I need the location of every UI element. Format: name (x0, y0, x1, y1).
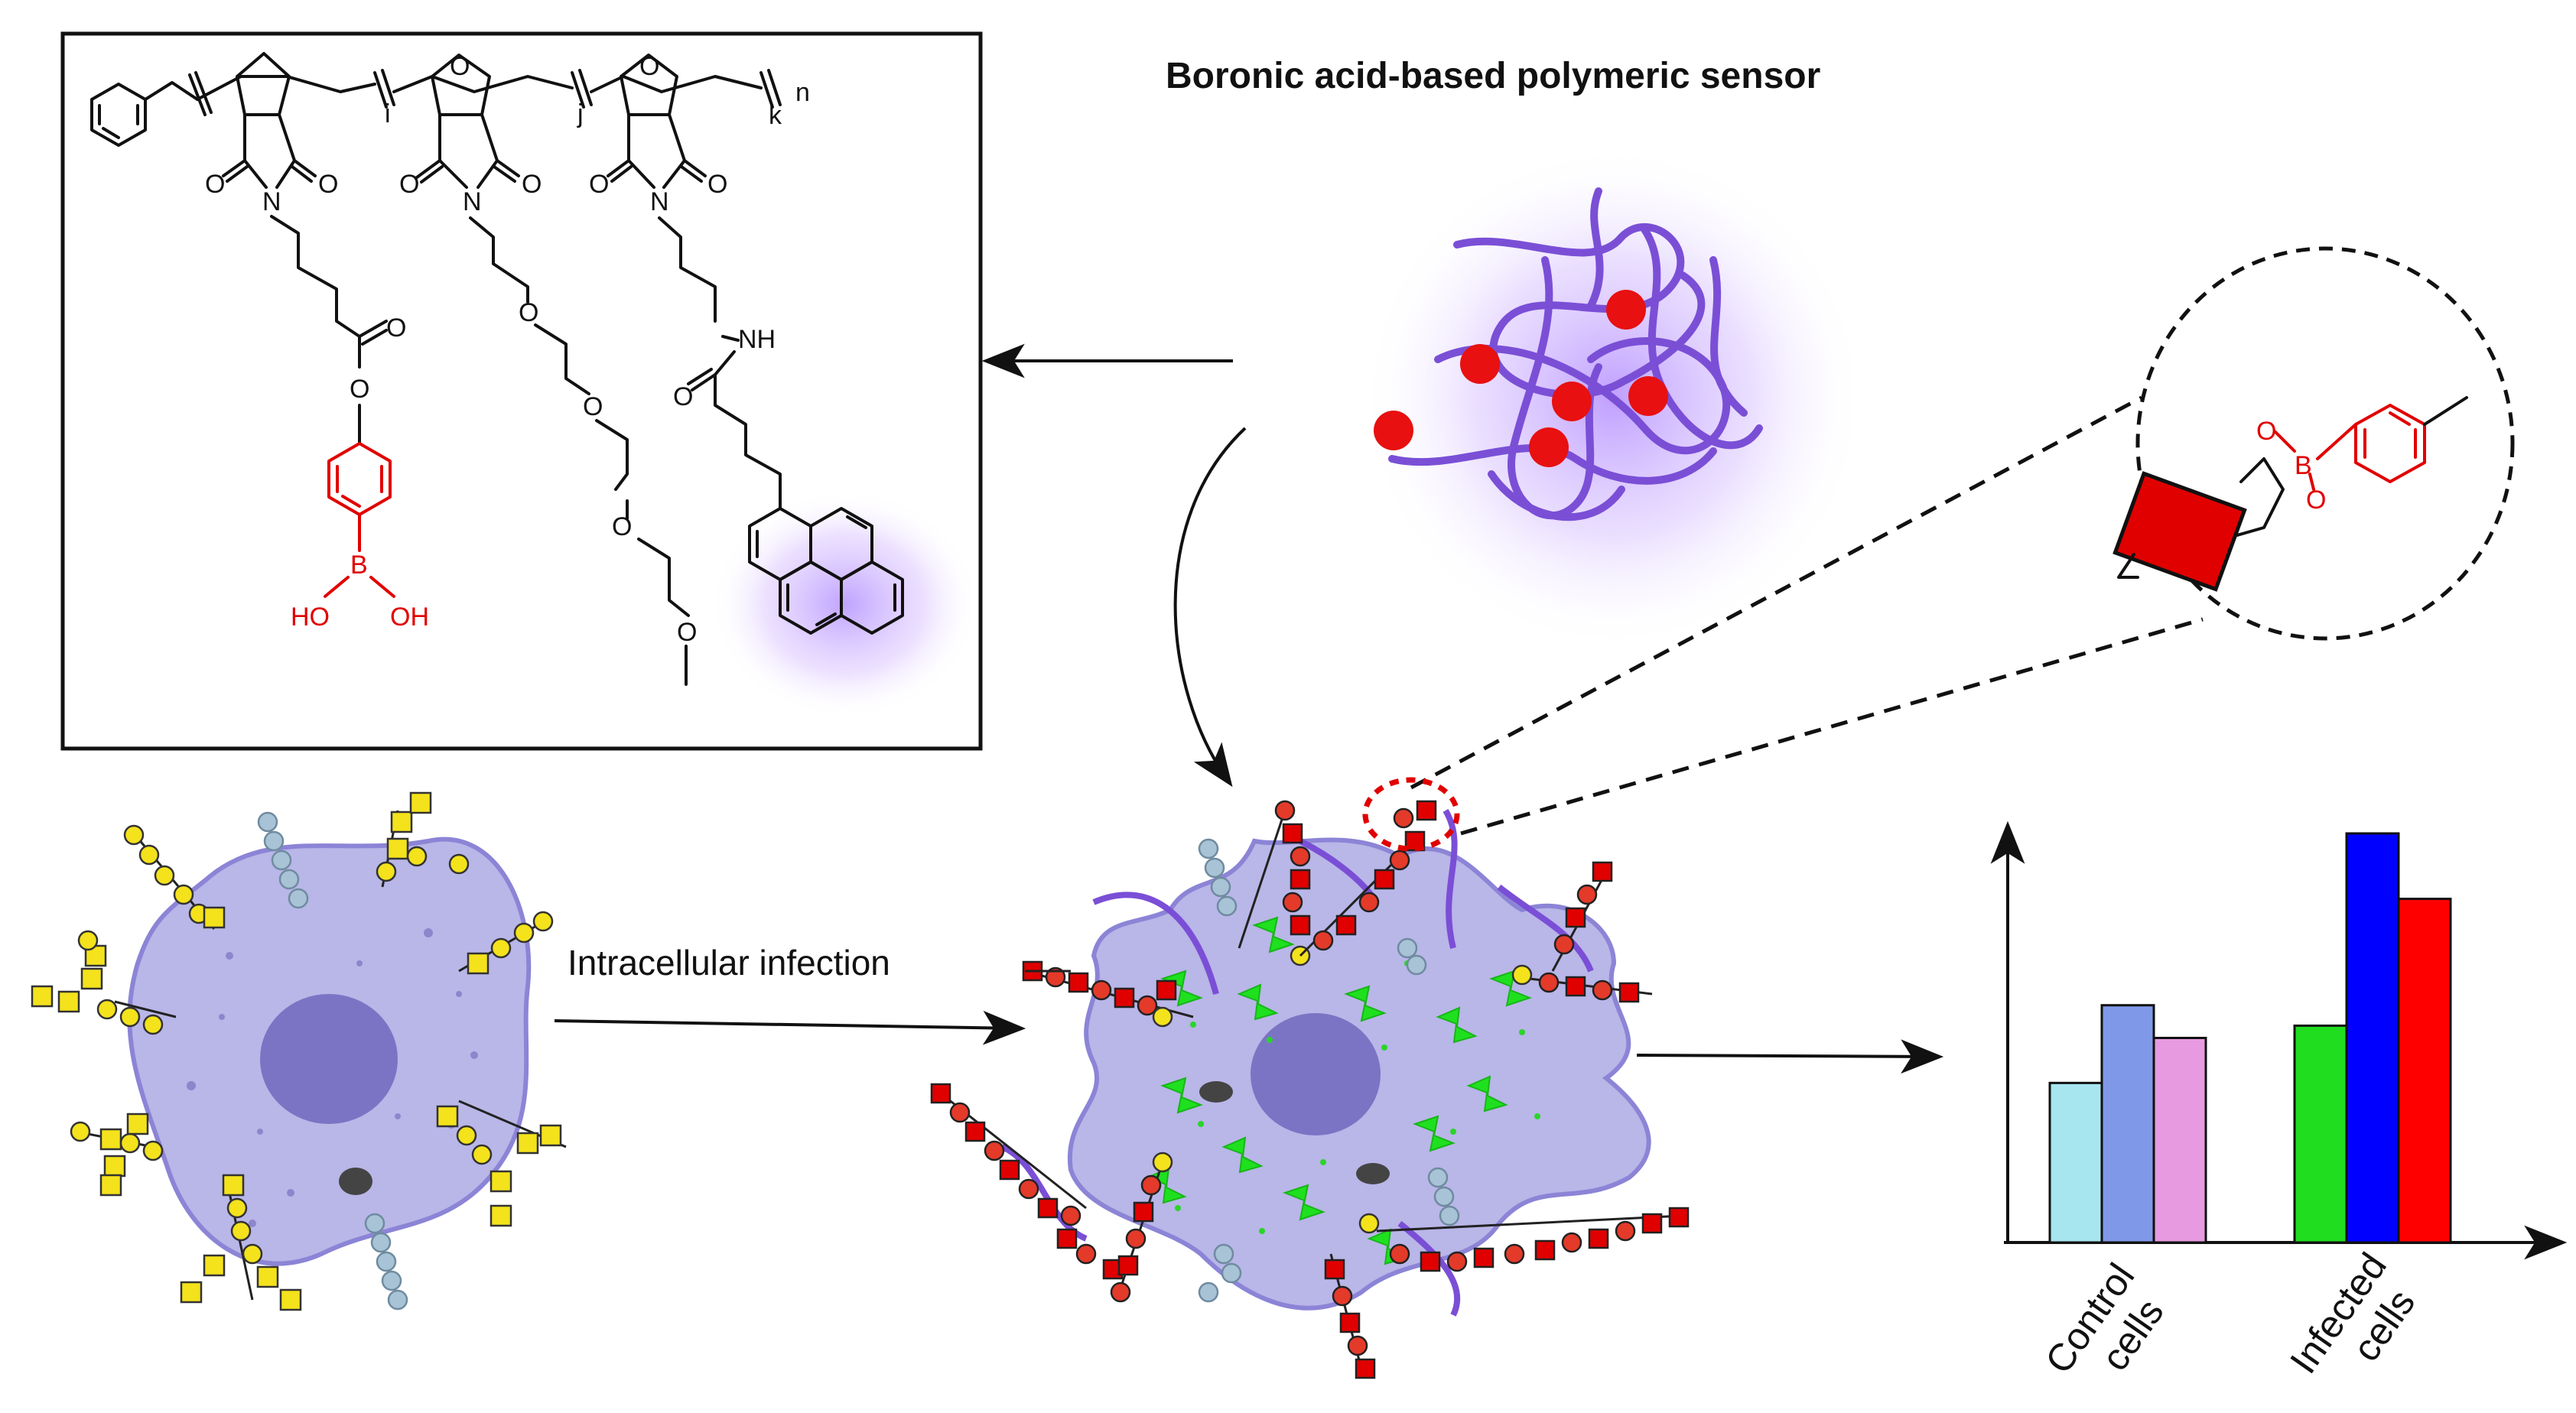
glycan-chains-red (930, 800, 1690, 1379)
atom-hydroxyl-left: HO (291, 603, 330, 632)
vesicle (339, 1168, 372, 1195)
atom-o: O (522, 170, 542, 199)
atom-o: O (2306, 486, 2326, 515)
infection-arrow (554, 1010, 1026, 1045)
monomer-j: O O O N O O O O (392, 52, 697, 686)
atom-n: N (463, 187, 482, 216)
arrow-to-chart (1636, 1039, 1944, 1074)
pyrene-fluorophore (711, 489, 979, 719)
binding-zoom-bubble: O B O (1410, 246, 2515, 836)
atom-o: O (450, 52, 470, 81)
atom-o: O (519, 298, 538, 327)
control-cell (31, 791, 567, 1311)
glycan-chains-yellow (31, 791, 567, 1311)
atom-o: O (612, 512, 632, 541)
atom-o: O (589, 170, 609, 199)
atom-n: N (262, 187, 281, 216)
fluorescence-bar-chart: Control cells Infected cells (1990, 820, 2568, 1407)
atom-o: O (673, 382, 693, 411)
bar-control-1 (2048, 1081, 2103, 1244)
subscript-i: i (385, 99, 391, 128)
phenylboronic-ring (327, 442, 392, 552)
atom-o: O (2256, 417, 2276, 446)
atom-o: O (639, 52, 659, 81)
boronic-acid-dots (1374, 290, 1668, 467)
atom-o: O (677, 618, 697, 647)
bar-control-2 (2100, 1004, 2155, 1244)
x-tick-labels: Control cells Infected cells (2037, 1236, 2437, 1407)
tick-label-infected: Infected cells (2282, 1236, 2437, 1407)
atom-o: O (318, 170, 338, 199)
bar-infected-2 (2345, 832, 2400, 1244)
bar-infected-1 (2293, 1024, 2348, 1244)
zoom-line-bottom (1460, 617, 2204, 836)
atom-boron: B (350, 551, 368, 580)
benzene-ring (90, 81, 199, 147)
tick-label-control: Control cells (2037, 1247, 2185, 1407)
atom-hydroxyl-right: OH (390, 603, 429, 632)
atom-amine: NH (738, 325, 776, 354)
highlighted-binding-site (1362, 777, 1460, 852)
figure-title: Boronic acid-based polymeric sensor (1166, 56, 1820, 96)
atom-o: O (386, 313, 406, 343)
vesicle (1199, 1081, 1233, 1103)
sugar-square (2113, 471, 2247, 592)
infected-nucleus (1251, 1013, 1381, 1135)
monomer-k: O O O N NH O (589, 52, 782, 510)
arrow-to-infected-cell (1173, 427, 1247, 788)
atom-o: O (707, 170, 727, 199)
subscript-k: k (769, 101, 782, 130)
zoom-line-top (1410, 395, 2143, 790)
subscript-j: j (577, 99, 584, 128)
atom-o: O (205, 170, 225, 199)
vesicle (1356, 1163, 1390, 1184)
nucleus (260, 994, 398, 1124)
atom-o: O (350, 375, 369, 404)
atom-o: O (399, 170, 419, 199)
zoom-outline (2135, 246, 2515, 641)
polymer-nanoparticle (1361, 145, 1866, 650)
repeat-brackets (373, 69, 782, 109)
monomer-i: O O N O O B HO OH (188, 52, 429, 632)
atom-o: O (583, 392, 603, 421)
structure-frame (60, 31, 983, 751)
atom-boron: B (2295, 451, 2312, 480)
polymer-structure: O O N O O B HO OH (60, 31, 983, 751)
atom-n: N (650, 187, 669, 216)
bar-control-3 (2152, 1037, 2207, 1244)
infection-label: Intracellular infection (568, 943, 890, 983)
subscript-n: n (795, 78, 810, 107)
bars (2048, 832, 2452, 1244)
infected-cell (930, 777, 1690, 1379)
bar-infected-3 (2397, 898, 2452, 1244)
